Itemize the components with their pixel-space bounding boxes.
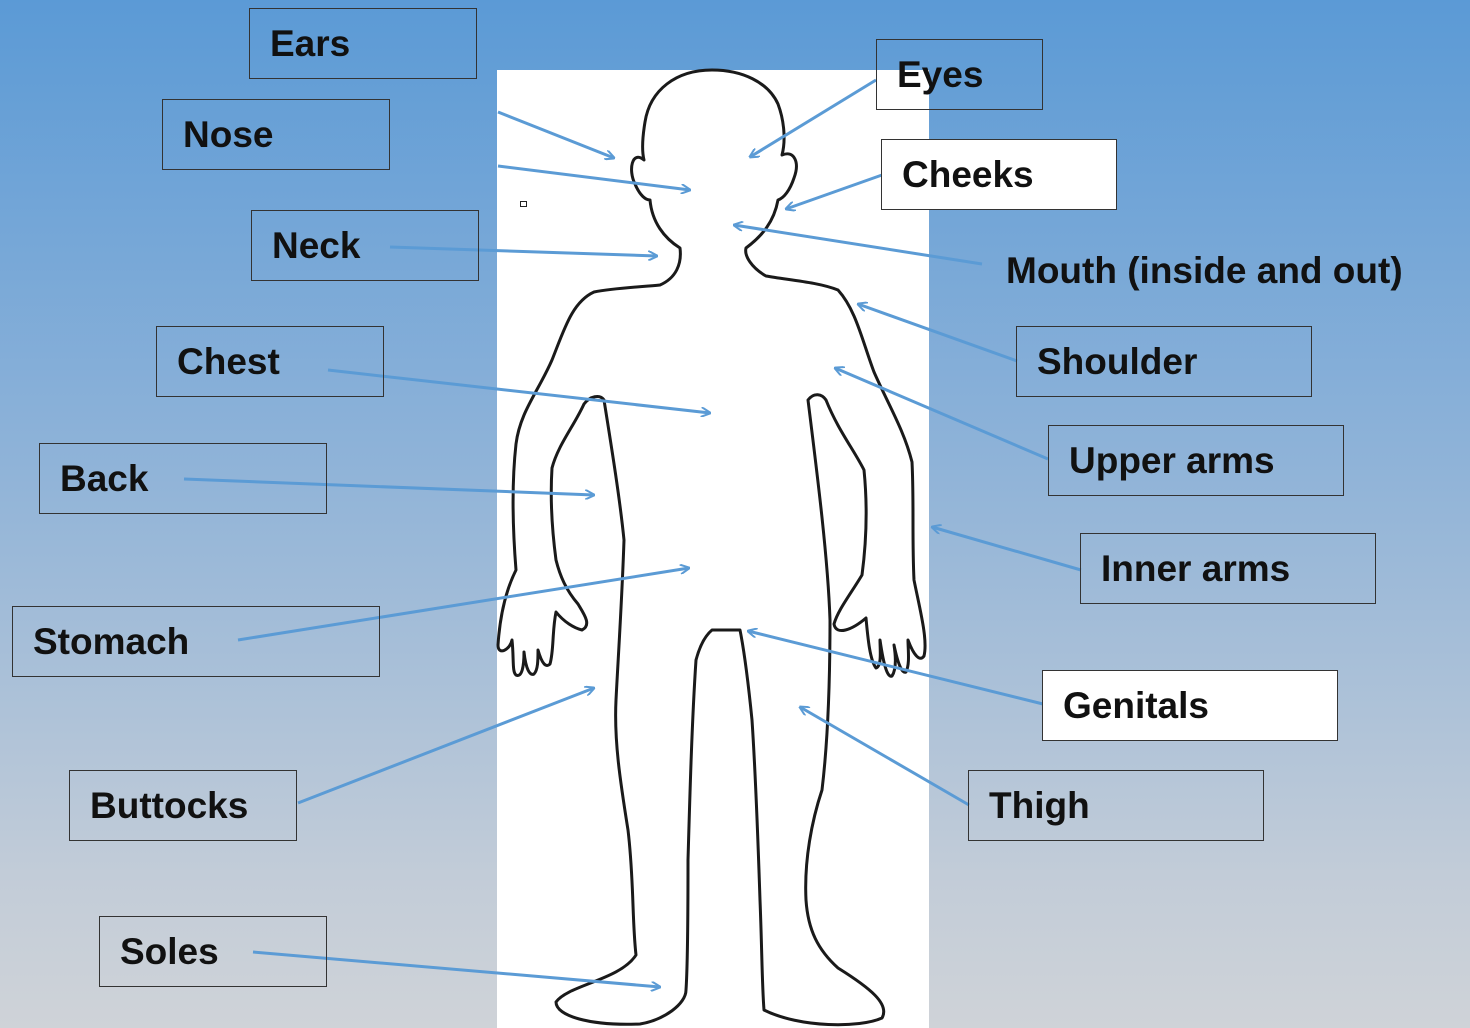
label-eyes-text: Eyes [897, 54, 983, 96]
label-thigh-text: Thigh [989, 785, 1090, 827]
label-thigh: Thigh [968, 770, 1264, 841]
small-square-mark [520, 201, 527, 207]
label-neck: Neck [251, 210, 479, 281]
label-eyes: Eyes [876, 39, 1043, 110]
label-chest: Chest [156, 326, 384, 397]
label-ears: Ears [249, 8, 477, 79]
label-genitals-text: Genitals [1063, 685, 1209, 727]
label-cheeks: Cheeks [881, 139, 1117, 210]
label-inner-arms: Inner arms [1080, 533, 1376, 604]
label-inner-arms-text: Inner arms [1101, 548, 1290, 590]
label-back: Back [39, 443, 327, 514]
label-ears-text: Ears [270, 23, 350, 65]
label-nose: Nose [162, 99, 390, 170]
label-genitals: Genitals [1042, 670, 1338, 741]
label-mouth: Mouth (inside and out) [1006, 250, 1403, 292]
label-shoulder: Shoulder [1016, 326, 1312, 397]
label-shoulder-text: Shoulder [1037, 341, 1197, 383]
label-upper-arms: Upper arms [1048, 425, 1344, 496]
label-upper-arms-text: Upper arms [1069, 440, 1275, 482]
label-stomach: Stomach [12, 606, 380, 677]
label-cheeks-text: Cheeks [902, 154, 1034, 196]
label-soles: Soles [99, 916, 327, 987]
label-nose-text: Nose [183, 114, 273, 156]
label-back-text: Back [60, 458, 148, 500]
label-soles-text: Soles [120, 931, 219, 973]
label-stomach-text: Stomach [33, 621, 189, 663]
label-neck-text: Neck [272, 225, 360, 267]
label-chest-text: Chest [177, 341, 280, 383]
label-mouth-text: Mouth (inside and out) [1006, 250, 1403, 291]
label-buttocks-text: Buttocks [90, 785, 248, 827]
label-buttocks: Buttocks [69, 770, 297, 841]
